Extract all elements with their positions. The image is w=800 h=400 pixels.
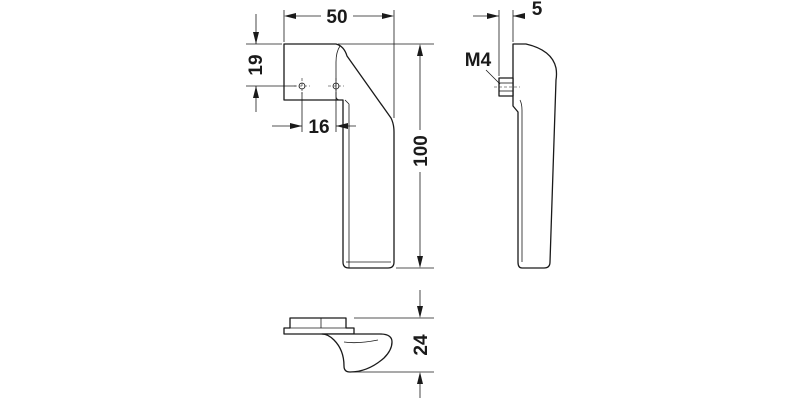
thread-callout-label: M4 [465,50,492,71]
top-view-grip-inner [343,339,379,344]
dimension-depth-label: 24 [411,334,432,356]
top-view-base-plate [283,317,355,335]
front-view-outline [283,43,395,269]
dimension-projection-label: 5 [532,0,543,20]
dimension-hole-spacing-label: 16 [308,117,329,138]
dimension-height: 100 [338,43,434,269]
dimension-height-label: 100 [411,135,432,167]
front-view-chamfer-edge [344,99,350,268]
dimension-hole-spacing: 16 [272,92,356,138]
mounting-hole-right [328,78,344,94]
mounting-hole-left [294,78,310,94]
dimension-hole-offset: 19 [246,14,296,112]
dimension-depth: 24 [352,290,434,398]
front-view: 50 19 16 [246,5,434,269]
top-view: 24 [283,290,434,398]
dimension-hole-offset-label: 19 [246,54,267,75]
thread-callout: M4 [465,50,501,85]
side-view: M4 5 [465,0,558,269]
dimension-width-label: 50 [326,7,347,28]
top-view-grip [321,333,393,373]
dimension-width: 50 [283,5,395,118]
side-view-inner-edge [519,99,523,262]
dimension-projection: 5 [473,0,543,76]
threaded-insert [494,77,520,97]
side-view-outline [512,43,558,269]
